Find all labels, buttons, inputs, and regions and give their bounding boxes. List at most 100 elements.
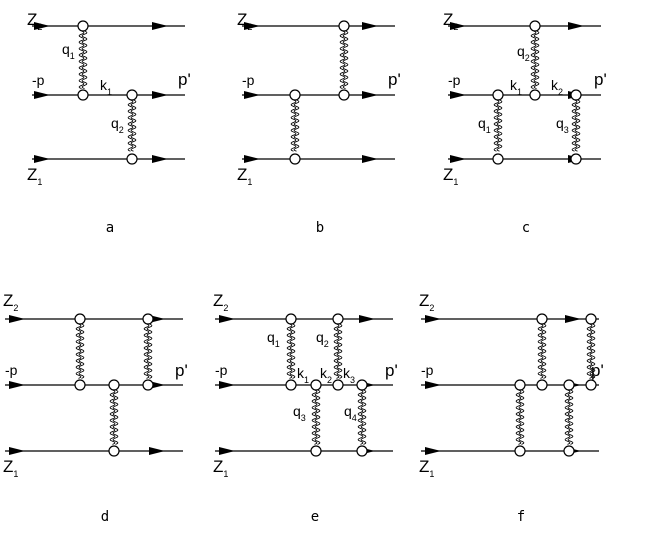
- incoming-arrow: [244, 22, 260, 30]
- vertex: [74, 313, 86, 325]
- photon-line: [109, 389, 116, 445]
- incoming-arrow: [9, 447, 25, 455]
- label-minus-p: -p: [242, 72, 255, 88]
- panel-caption: c: [522, 220, 530, 236]
- photon-line: [567, 389, 574, 445]
- vertex: [332, 379, 344, 391]
- momentum-label: q1: [267, 329, 280, 349]
- incoming-arrow: [425, 447, 441, 455]
- momentum-label: q2: [111, 115, 124, 135]
- photon-line: [290, 99, 297, 152]
- photon-line: [537, 323, 544, 379]
- vertex: [536, 379, 548, 391]
- momentum-label: q4: [344, 403, 357, 423]
- photon-line: [530, 30, 537, 90]
- vertex: [585, 379, 597, 391]
- momentum-label: k3: [343, 365, 355, 385]
- label-minus-p: -p: [5, 362, 18, 378]
- label-z1: Z1: [3, 457, 18, 479]
- vertex: [570, 153, 582, 165]
- vertex: [74, 379, 86, 391]
- label-p-prime: p': [594, 70, 607, 89]
- vertex: [514, 379, 526, 391]
- photon-line: [78, 30, 85, 90]
- outgoing-arrow: [362, 155, 378, 163]
- photon-line: [130, 99, 137, 152]
- vertex: [289, 89, 301, 101]
- label-minus-p: -p: [215, 362, 228, 378]
- vertex: [285, 379, 297, 391]
- vertex: [126, 153, 138, 165]
- vertex: [529, 89, 541, 101]
- photon-line: [339, 30, 346, 90]
- vertex: [285, 313, 297, 325]
- incoming-arrow: [219, 447, 235, 455]
- outgoing-arrow: [152, 22, 168, 30]
- incoming-arrow: [450, 22, 466, 30]
- label-p-prime: p': [591, 361, 604, 380]
- incoming-arrow: [244, 91, 260, 99]
- incoming-arrow: [34, 22, 50, 30]
- vertex: [77, 89, 89, 101]
- photon-line: [564, 389, 571, 445]
- label-z2: Z2: [27, 10, 42, 32]
- incoming-arrow: [219, 315, 235, 323]
- vertex: [289, 153, 301, 165]
- panel-caption: b: [316, 220, 324, 236]
- momentum-label: k1: [510, 77, 522, 97]
- photon-line: [586, 323, 593, 379]
- label-z1: Z1: [419, 457, 434, 479]
- momentum-label: k2: [320, 365, 332, 385]
- label-z2: Z2: [419, 291, 434, 313]
- vertex: [338, 20, 350, 32]
- photon-line: [496, 99, 503, 152]
- vertex: [492, 153, 504, 165]
- vertex: [77, 20, 89, 32]
- photon-line: [333, 323, 340, 379]
- label-z1: Z1: [443, 165, 458, 187]
- outgoing-arrow: [568, 22, 584, 30]
- photon-line: [286, 323, 293, 379]
- label-z1: Z1: [27, 165, 42, 187]
- photon-line: [540, 323, 547, 379]
- outgoing-arrow: [362, 91, 378, 99]
- momentum-label: q1: [478, 115, 491, 135]
- panel-caption: f: [517, 509, 525, 525]
- label-p-prime: p': [175, 361, 188, 380]
- vertex: [570, 89, 582, 101]
- incoming-arrow: [9, 381, 25, 389]
- momentum-label: k2: [551, 77, 563, 97]
- momentum-label: q2: [316, 329, 329, 349]
- photon-line: [81, 30, 88, 90]
- label-z2: Z2: [443, 10, 458, 32]
- vertex: [563, 379, 575, 391]
- label-z1: Z1: [213, 457, 228, 479]
- momentum-label: k1: [100, 77, 112, 97]
- vertex: [108, 379, 120, 391]
- label-z2: Z2: [3, 291, 18, 313]
- outgoing-arrow: [149, 447, 165, 455]
- vertex: [126, 89, 138, 101]
- vertex: [536, 313, 548, 325]
- photon-line: [574, 99, 581, 152]
- incoming-arrow: [34, 91, 50, 99]
- vertex: [563, 445, 575, 457]
- momentum-label: q3: [293, 403, 306, 423]
- label-p-prime: p': [178, 70, 191, 89]
- label-minus-p: -p: [448, 72, 461, 88]
- photon-line: [293, 99, 300, 152]
- photon-line: [336, 323, 343, 379]
- vertex: [492, 89, 504, 101]
- label-z2: Z2: [213, 291, 228, 313]
- vertex: [338, 89, 350, 101]
- vertex: [310, 379, 322, 391]
- photon-line: [78, 323, 85, 379]
- photon-line: [127, 99, 134, 152]
- vertex: [356, 445, 368, 457]
- photon-line: [289, 323, 296, 379]
- vertex: [356, 379, 368, 391]
- label-minus-p: -p: [421, 362, 434, 378]
